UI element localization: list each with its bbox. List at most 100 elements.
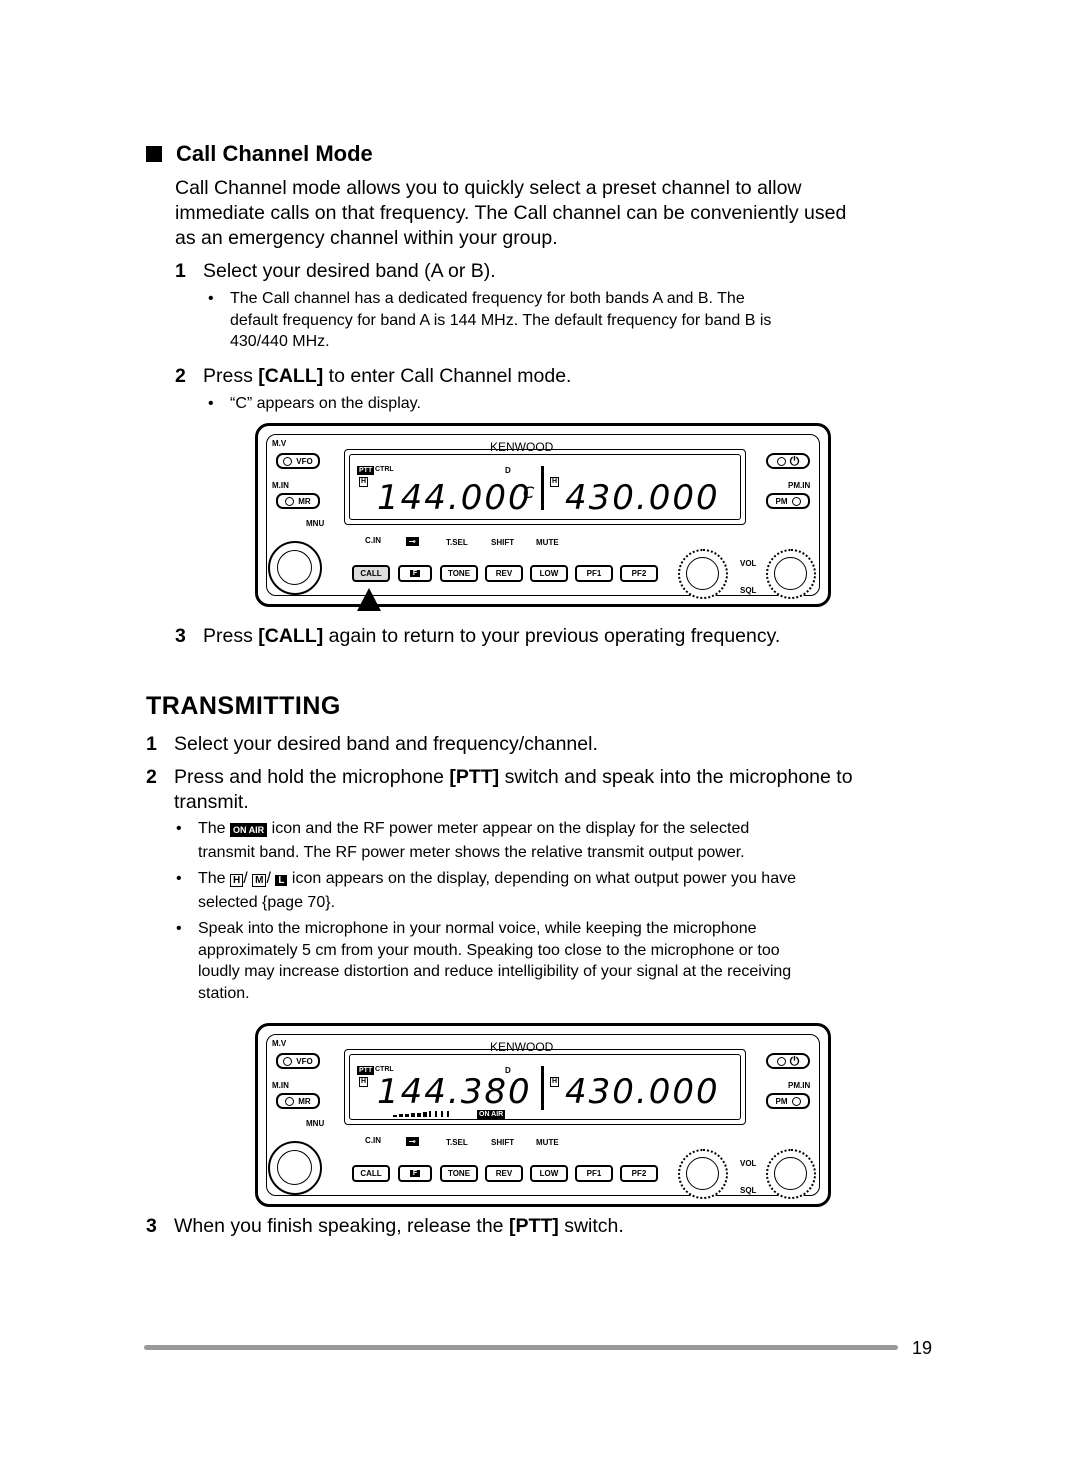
vfo-button[interactable]: VFO: [276, 1053, 320, 1069]
vol-knob[interactable]: [678, 549, 728, 599]
tuning-knob-inner: [277, 550, 312, 585]
page-number: 19: [912, 1338, 933, 1358]
step-text: switch and speak into the microphone to: [499, 766, 853, 788]
on-air-indicator: ON AIR: [477, 1110, 506, 1119]
f-label: F: [409, 1170, 421, 1177]
bullet-line: loudly may increase distortion and reduc…: [198, 963, 792, 980]
pm-button[interactable]: PM: [766, 1093, 810, 1109]
medium-power-icon: M: [252, 874, 267, 887]
step-number: 1: [175, 260, 186, 282]
pf2-button[interactable]: PF2: [620, 1165, 658, 1182]
sql-knob-inner: [774, 1157, 807, 1190]
rev-button[interactable]: REV: [485, 565, 523, 582]
pf1-button[interactable]: PF1: [575, 565, 613, 582]
tuning-knob[interactable]: [268, 1141, 322, 1195]
pf2-label: PF2: [631, 569, 647, 578]
key-lock-icon: ⊸: [406, 1137, 419, 1146]
tuning-knob[interactable]: [268, 541, 322, 595]
led-icon: [285, 1096, 295, 1106]
vfo-label: VFO: [296, 456, 313, 466]
vol-knob-inner: [686, 1157, 719, 1190]
on-air-icon: ON AIR: [230, 823, 268, 837]
mnu-label: MNU: [306, 1119, 325, 1128]
call-button[interactable]: CALL: [352, 1165, 390, 1182]
power-button[interactable]: ⏻: [766, 1053, 810, 1069]
bullet-line: transmit band. The RF power meter shows …: [198, 843, 745, 861]
intro-line: Call Channel mode allows you to quickly …: [175, 177, 802, 199]
pm-button[interactable]: PM: [766, 493, 810, 509]
call-label: CALL: [360, 1169, 382, 1178]
step-text: to enter Call Channel mode.: [323, 365, 572, 387]
low-button[interactable]: LOW: [530, 565, 568, 582]
mnu-label: MNU: [306, 519, 325, 528]
tx-bullet-3: • Speak into the microphone in your norm…: [176, 918, 792, 1004]
step-text: Press and hold the microphone: [174, 766, 450, 788]
low-button[interactable]: LOW: [530, 1165, 568, 1182]
high-power-indicator-a: H: [359, 1077, 369, 1087]
mr-button[interactable]: MR: [276, 1093, 320, 1109]
vfo-button[interactable]: VFO: [276, 453, 320, 469]
intro-line: as an emergency channel within your grou…: [175, 227, 558, 249]
bullet-dot: •: [176, 870, 182, 887]
key-call: [CALL]: [258, 365, 324, 387]
intro-line: immediate calls on that frequency. The C…: [175, 202, 847, 224]
lcd-inner: [349, 454, 741, 520]
tsel-label: T.SEL: [446, 538, 468, 547]
step-number: 2: [146, 766, 157, 788]
function-button[interactable]: F: [398, 1165, 432, 1182]
call-intro: Call Channel mode allows you to quickly …: [175, 176, 846, 251]
min-label: M.IN: [272, 1081, 289, 1090]
led-icon: [283, 1056, 293, 1066]
call-button[interactable]: CALL: [352, 565, 390, 582]
step-text: again to return to your previous operati…: [323, 625, 781, 647]
power-icon: ⏻: [789, 1053, 800, 1068]
section-heading-transmitting: TRANSMITTING: [146, 692, 341, 720]
step-number: 1: [146, 733, 157, 755]
freq-a-display: 144.380: [377, 1072, 532, 1112]
data-band-indicator: D: [505, 1066, 511, 1075]
call-label: CALL: [360, 569, 382, 578]
led-icon: [776, 1056, 786, 1066]
bullet-line: Speak into the microphone in your normal…: [198, 920, 757, 937]
band-divider: [541, 1066, 544, 1110]
radio-bezel: [266, 434, 820, 596]
bullet-dot: •: [176, 820, 182, 837]
lcd-display: PTT CTRL H D 144.000 C H 430.000: [344, 449, 746, 525]
step-text: When you finish speaking, release the: [174, 1215, 509, 1237]
key-ptt: [PTT]: [508, 1215, 559, 1237]
pf1-button[interactable]: PF1: [575, 1165, 613, 1182]
pf2-button[interactable]: PF2: [620, 565, 658, 582]
rev-button[interactable]: REV: [485, 1165, 523, 1182]
mute-label: MUTE: [536, 538, 559, 547]
tone-label: TONE: [447, 1169, 471, 1178]
ptt-indicator: PTT: [357, 1066, 375, 1075]
sql-knob[interactable]: [766, 549, 816, 599]
power-button[interactable]: ⏻: [766, 453, 810, 469]
step-number: 2: [175, 365, 186, 387]
led-icon: [791, 1096, 801, 1106]
key-lock-icon: ⊸: [406, 537, 419, 546]
sql-knob-inner: [774, 557, 807, 590]
bullet-line: approximately 5 cm from your mouth. Spea…: [198, 941, 780, 959]
low-label: LOW: [539, 569, 559, 578]
low-label: LOW: [539, 1169, 559, 1178]
pmin-label: PM.IN: [788, 1081, 811, 1090]
tuning-knob-inner: [277, 1150, 312, 1185]
step-text: transmit.: [174, 791, 249, 813]
bullet-text: icon and the RF power meter appear on th…: [267, 820, 750, 837]
vfo-label: VFO: [296, 1056, 313, 1066]
led-icon: [283, 456, 293, 466]
vol-knob[interactable]: [678, 1149, 728, 1199]
vol-knob-inner: [686, 557, 719, 590]
mr-button[interactable]: MR: [276, 493, 320, 509]
sql-knob[interactable]: [766, 1149, 816, 1199]
tone-button[interactable]: TONE: [440, 1165, 478, 1182]
brand-logo: KENWOOD: [490, 1040, 554, 1054]
shift-label: SHIFT: [491, 1138, 515, 1147]
function-button[interactable]: F: [398, 565, 432, 582]
bullet-line: The Call channel has a dedicated frequen…: [230, 290, 745, 307]
tone-button[interactable]: TONE: [440, 565, 478, 582]
